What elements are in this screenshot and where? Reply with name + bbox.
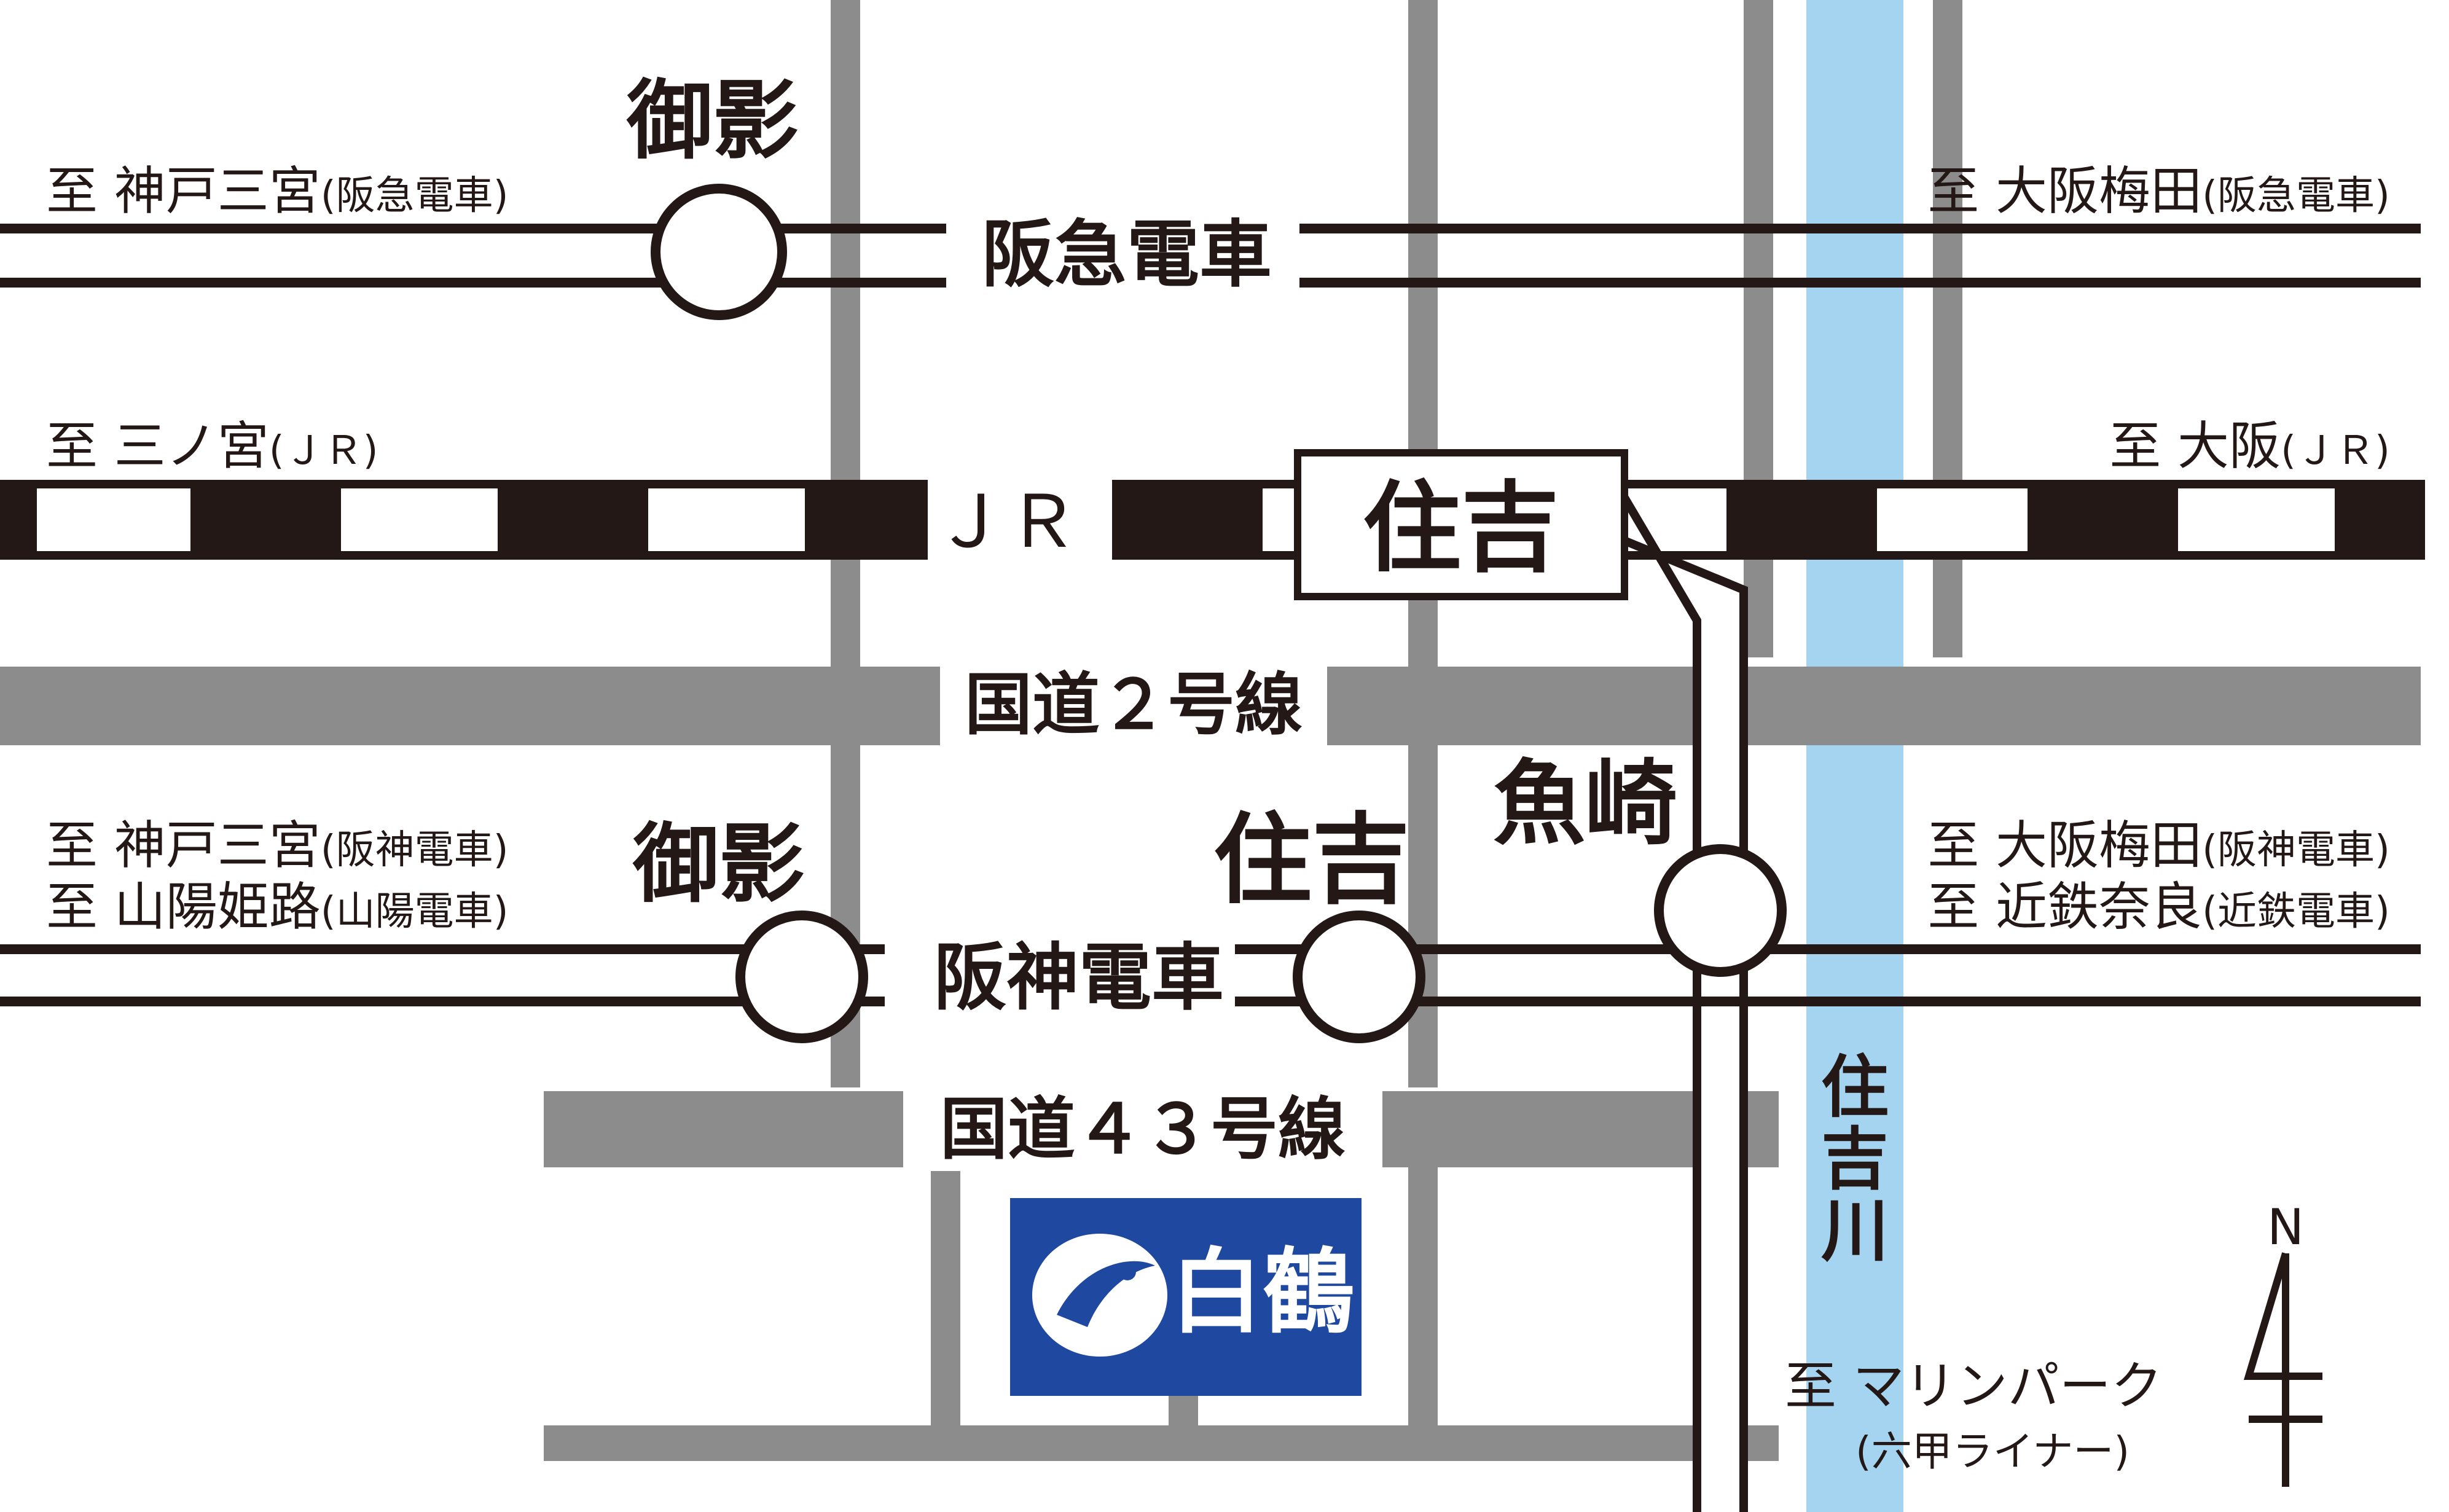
- uozaki-station: [1654, 844, 1787, 977]
- route43-label: 国道４３号線: [940, 1090, 1346, 1169]
- hankyu-mikage-label: 御影: [626, 71, 799, 171]
- hankyu-line: [0, 224, 2421, 288]
- jr-west-dest: 至 三ノ宮(ＪＲ): [46, 416, 378, 476]
- river-label: 住 吉 川: [1821, 1048, 1889, 1271]
- jr-sumiyoshi-label: 住吉: [1363, 471, 1559, 586]
- jr-east-dest: 至 大阪(ＪＲ): [2109, 416, 2390, 476]
- hanshin-east-dest-2: 至 近鉄奈良(近鉄電車): [1927, 877, 2390, 937]
- hanshin-mikage-station: [735, 911, 868, 1043]
- rokko-liner-fill: [1701, 621, 1739, 1512]
- rokko-liner-dest-note: (六甲ライナー): [1855, 1428, 2130, 1475]
- hanshin-east-dest-1: 至 大阪梅田(阪神電車): [1927, 815, 2390, 875]
- route43-label-bg: [903, 1087, 1382, 1171]
- route2-label-bg: [940, 664, 1327, 750]
- hanshin-mikage-label: 御影: [632, 815, 805, 915]
- crane-emblem-icon: [1032, 1234, 1167, 1357]
- hankyu-mikage-station: [651, 184, 787, 320]
- river-char-2: 吉: [1821, 1120, 1889, 1199]
- hanshin-line-label: 阪神電車: [934, 935, 1224, 1020]
- rokko-liner-line: [1620, 495, 1748, 1512]
- street-v5: [931, 1167, 960, 1425]
- hankyu-west-dest: 至 神戸三宮(阪急電車): [46, 161, 509, 221]
- jr-line-label: ＪＲ: [934, 479, 1079, 564]
- uozaki-label: 魚崎: [1493, 751, 1677, 858]
- street-v7: [1408, 1167, 1438, 1425]
- north-compass-icon: [2243, 1252, 2322, 1487]
- hanshin-west-dest-1: 至 神戸三宮(阪神電車): [46, 815, 509, 875]
- bottom-road: [544, 1425, 1779, 1461]
- river-char-3: 川: [1821, 1192, 1889, 1271]
- hankyu-line-label: 阪急電車: [982, 212, 1272, 297]
- destination-labels: 至 神戸三宮(阪急電車) 至 大阪梅田(阪急電車) 至 三ノ宮(ＪＲ) 至 大阪…: [46, 161, 2390, 1475]
- hanshin-west-dest-2: 至 山陽姫路(山陽電車): [46, 877, 509, 937]
- rokko-liner-dest: 至 マリンパーク: [1785, 1356, 2163, 1416]
- hankyu-east-dest: 至 大阪梅田(阪急電車): [1927, 161, 2390, 221]
- compass-north-label: N: [2267, 1199, 2304, 1256]
- hanshin-sumiyoshi-station: [1293, 911, 1425, 1043]
- river-char-1: 住: [1821, 1048, 1889, 1127]
- logo-text: 白鶴: [1170, 1238, 1355, 1346]
- route2-label: 国道２号線: [965, 665, 1303, 744]
- jr-line: [0, 479, 2425, 560]
- sumiyoshi-river: [1806, 0, 1903, 1512]
- hakutsuru-logo: 白鶴: [1010, 1198, 1362, 1396]
- jr-sumiyoshi-station-box: [1294, 449, 1628, 600]
- hanshin-sumiyoshi-label: 住吉: [1213, 802, 1410, 917]
